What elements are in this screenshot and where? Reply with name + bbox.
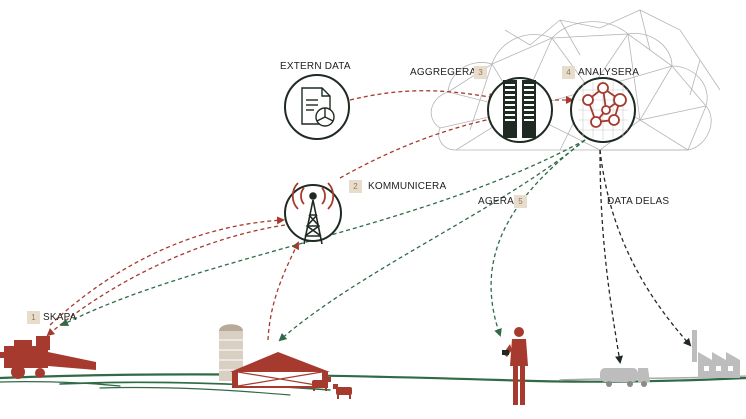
step-badge-aggregera: 3 [474, 66, 487, 79]
analysera-label: ANALYSERA [578, 67, 640, 78]
extern-data-label: EXTERN DATA [280, 61, 351, 72]
arrow-analysera-to-truck [599, 149, 623, 364]
data-delas-label: DATA DELAS [607, 196, 670, 207]
arrow-extern-to-aggregera [349, 90, 497, 101]
step-badge-skapa: 1 [27, 311, 40, 324]
agera-label: AGERA [478, 196, 515, 207]
factory-icon [692, 330, 740, 378]
arrow-skapa-to-kommunicera [49, 216, 285, 326]
cloud-network-icon [430, 9, 721, 151]
antenna-tower-icon [303, 192, 323, 245]
skapa-label: SKAPA [43, 312, 77, 323]
aggregera-node [487, 77, 553, 143]
document-chart-icon [301, 87, 335, 127]
kommunicera-node [284, 182, 342, 245]
radio-signal-icon [291, 182, 335, 210]
aggregera-label: AGGREGERA [410, 67, 477, 78]
arrow-analysera-to-factory [599, 149, 692, 347]
arrow-kommunicera-to-skapa [46, 224, 286, 337]
harvester-icon [0, 336, 96, 379]
step-badge-analysera: 4 [562, 66, 575, 79]
cow-icon [312, 377, 352, 399]
network-graph-icon [582, 82, 627, 128]
barn-icon [230, 352, 330, 388]
arrow-kommunicera-to-aggregera [339, 115, 497, 179]
analysera-node [570, 77, 636, 143]
arrow-analysera-to-farmer [490, 139, 586, 337]
step-badge-agera: 5 [514, 195, 527, 208]
arrow-farm-to-kommunicera [267, 241, 300, 341]
farmer-icon [502, 327, 528, 405]
extern-data-node [284, 74, 350, 140]
server-rack-icon [503, 80, 536, 138]
tanker-truck-icon [600, 368, 650, 387]
step-badge-kommunicera: 2 [349, 180, 362, 193]
kommunicera-label: KOMMUNICERA [368, 181, 447, 192]
arrow-analysera-to-farm [278, 139, 586, 342]
